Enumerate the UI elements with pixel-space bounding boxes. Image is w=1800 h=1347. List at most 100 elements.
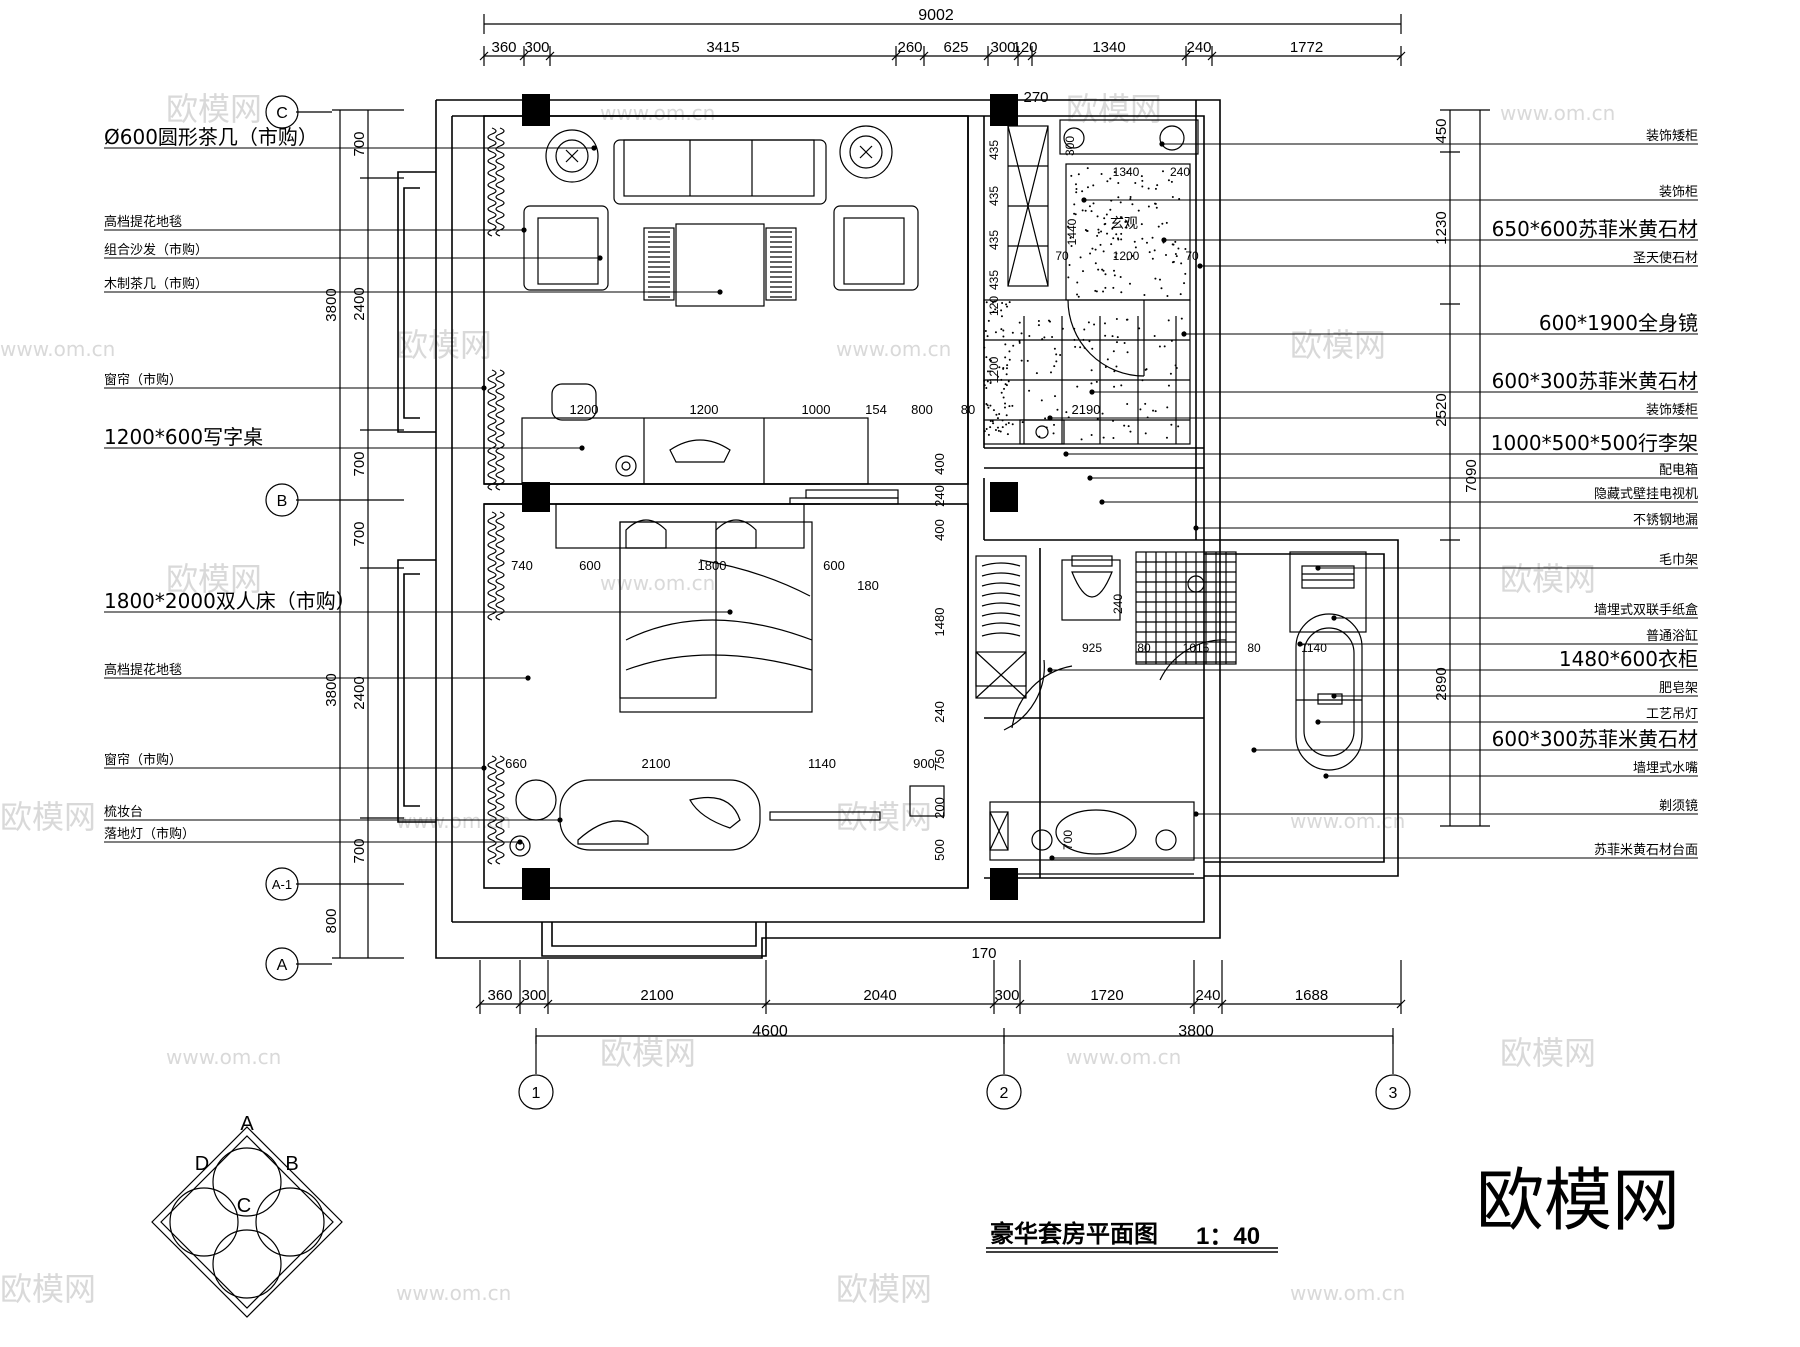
left-label-0: Ø600圆形茶几（市购）	[104, 125, 318, 149]
watermark-url: www.om.cn	[166, 1045, 281, 1069]
right-label-6: 装饰矮柜	[1646, 403, 1698, 418]
left-label-7: 高档提花地毯	[104, 662, 182, 678]
dim-side-7: 500	[932, 839, 947, 861]
right-label-5: 600*300苏菲米黄石材	[1492, 369, 1698, 393]
axis-labels: C B A-1 A 1 2 3	[272, 105, 1398, 1102]
compass-b: B	[285, 1153, 298, 1175]
dim-left-inner-0: 700	[351, 131, 368, 156]
right-label-17: 600*300苏菲米黄石材	[1492, 727, 1698, 751]
dim-left-inner-2: 700	[351, 451, 368, 476]
right-label-13: 普通浴缸	[1646, 628, 1698, 644]
dim-wc-4: 1140	[1301, 641, 1327, 655]
watermark: 欧模网	[1500, 1034, 1596, 1072]
dim-foyer-cab-5: 1200	[987, 356, 1001, 383]
dim-bottom-1: 300	[521, 987, 546, 1004]
dim-left-outer-0: 3800	[323, 288, 340, 321]
dim-right-2: 2520	[1433, 393, 1450, 426]
dim-bottom-5: 1720	[1090, 987, 1123, 1004]
watermark-url: www.om.cn	[396, 1281, 511, 1305]
dim-desk-0: 1200	[570, 402, 599, 417]
right-label-4: 600*1900全身镜	[1539, 311, 1698, 335]
right-label-9: 隐藏式壁挂电视机	[1594, 487, 1698, 502]
curtains	[487, 127, 505, 865]
dim-bottom-4: 300	[994, 987, 1019, 1004]
right-dimension-lines	[1440, 109, 1490, 827]
axis-1: 1	[532, 1085, 541, 1102]
watermark: 欧模网	[836, 1270, 932, 1308]
dim-wc-0: 925	[1082, 641, 1102, 655]
axis-3: 3	[1389, 1085, 1398, 1102]
dim-sofa-1: 2100	[642, 756, 671, 771]
right-label-3: 圣天使石材	[1633, 250, 1698, 266]
right-label-1: 装饰柜	[1659, 185, 1698, 200]
dim-side-0: 400	[932, 453, 947, 475]
dim-desk-4: 800	[911, 402, 933, 417]
left-label-9: 梳妆台	[104, 805, 143, 820]
right-label-10: 不锈钢地漏	[1633, 512, 1698, 528]
dim-bed-2: 1800	[698, 558, 727, 573]
dim-wc-2: 1015	[1183, 641, 1210, 655]
compass-rose	[151, 1126, 343, 1318]
right-annotations: 装饰矮柜装饰柜650*600苏菲米黄石材圣天使石材600*1900全身镜600*…	[1491, 129, 1698, 858]
dim-left-inner-5: 700	[351, 838, 368, 863]
watermark-url: www.om.cn	[1290, 809, 1405, 833]
right-label-20: 苏菲米黄石材台面	[1594, 842, 1698, 858]
watermark-url: www.om.cn	[396, 809, 511, 833]
dim-left-outer-2: 800	[323, 908, 340, 933]
dim-side-6: 200	[932, 797, 947, 819]
dim-bed-180: 180	[857, 578, 879, 593]
left-label-4: 窗帘（市购）	[104, 372, 182, 388]
watermark-url: www.om.cn	[1066, 1045, 1181, 1069]
right-label-8: 配电箱	[1659, 462, 1698, 478]
dim-top-5: 300	[990, 39, 1015, 56]
dim-foyer-cab-0: 435	[987, 140, 1001, 160]
drawing-scale: 1：40	[1196, 1223, 1260, 1250]
dim-foyer-cab-2: 435	[987, 230, 1001, 250]
right-label-14: 1480*600衣柜	[1559, 647, 1698, 671]
dim-foyer-1200: 1200	[1113, 249, 1140, 263]
dim-right-0: 450	[1433, 118, 1450, 143]
right-label-12: 墙埋式双联手纸盒	[1594, 602, 1698, 618]
watermark: 欧模网	[166, 90, 262, 128]
axis-bubbles	[265, 95, 1411, 1110]
dim-foyer-240: 240	[1170, 165, 1190, 179]
dim-bottom-7: 1688	[1295, 987, 1328, 1004]
dim-sink-700: 700	[1061, 830, 1075, 850]
right-label-0: 装饰矮柜	[1646, 129, 1698, 144]
watermark-url: www.om.cn	[1290, 1281, 1405, 1305]
watermark-url: www.om.cn	[836, 337, 951, 361]
drawing-title: 豪华套房平面图	[990, 1220, 1158, 1248]
dim-desk-3: 154	[865, 402, 887, 417]
watermark-url: www.om.cn	[1500, 101, 1615, 125]
axis-2: 2	[1000, 1085, 1009, 1102]
dim-2190: 2190	[1072, 402, 1101, 417]
dim-side-4: 240	[932, 701, 947, 723]
dim-sofa-3: 900	[913, 756, 935, 771]
dim-left-inner-3: 700	[351, 521, 368, 546]
dim-axis-3800: 3800	[1178, 1023, 1214, 1040]
watermark-url: www.om.cn	[600, 101, 715, 125]
dim-right-3: 2890	[1433, 667, 1450, 700]
dim-right-1: 1230	[1433, 211, 1450, 244]
dim-side-2: 400	[932, 519, 947, 541]
left-dimension-lines	[296, 109, 404, 965]
bathroom	[989, 551, 1367, 875]
right-label-19: 剃须镜	[1659, 799, 1698, 814]
dim-foyer-cab-1: 435	[987, 186, 1001, 206]
dim-left-outer-1: 3800	[323, 673, 340, 706]
top-dimension-lines	[479, 14, 1406, 66]
watermark: 欧模网	[1500, 560, 1596, 598]
left-label-10: 落地灯（市购）	[104, 826, 195, 842]
dim-sofa-2: 1140	[808, 756, 836, 771]
dim-overall-top: 9002	[918, 7, 954, 24]
watermark: 欧模网	[396, 326, 492, 364]
dim-top-0: 360	[491, 39, 516, 56]
right-label-15: 肥皂架	[1659, 681, 1698, 696]
dim-170: 170	[971, 945, 996, 962]
watermark-layer: 欧模网 www.om.cn 欧模网 www.om.cn 欧模网 www.om.cn 欧模网 w…	[0, 90, 1615, 1308]
compass-letters: A B C D	[195, 1113, 299, 1217]
watermark: 欧模网	[600, 1034, 696, 1072]
watermark-url: www.om.cn	[600, 571, 715, 595]
watermark-url: www.om.cn	[0, 337, 115, 361]
